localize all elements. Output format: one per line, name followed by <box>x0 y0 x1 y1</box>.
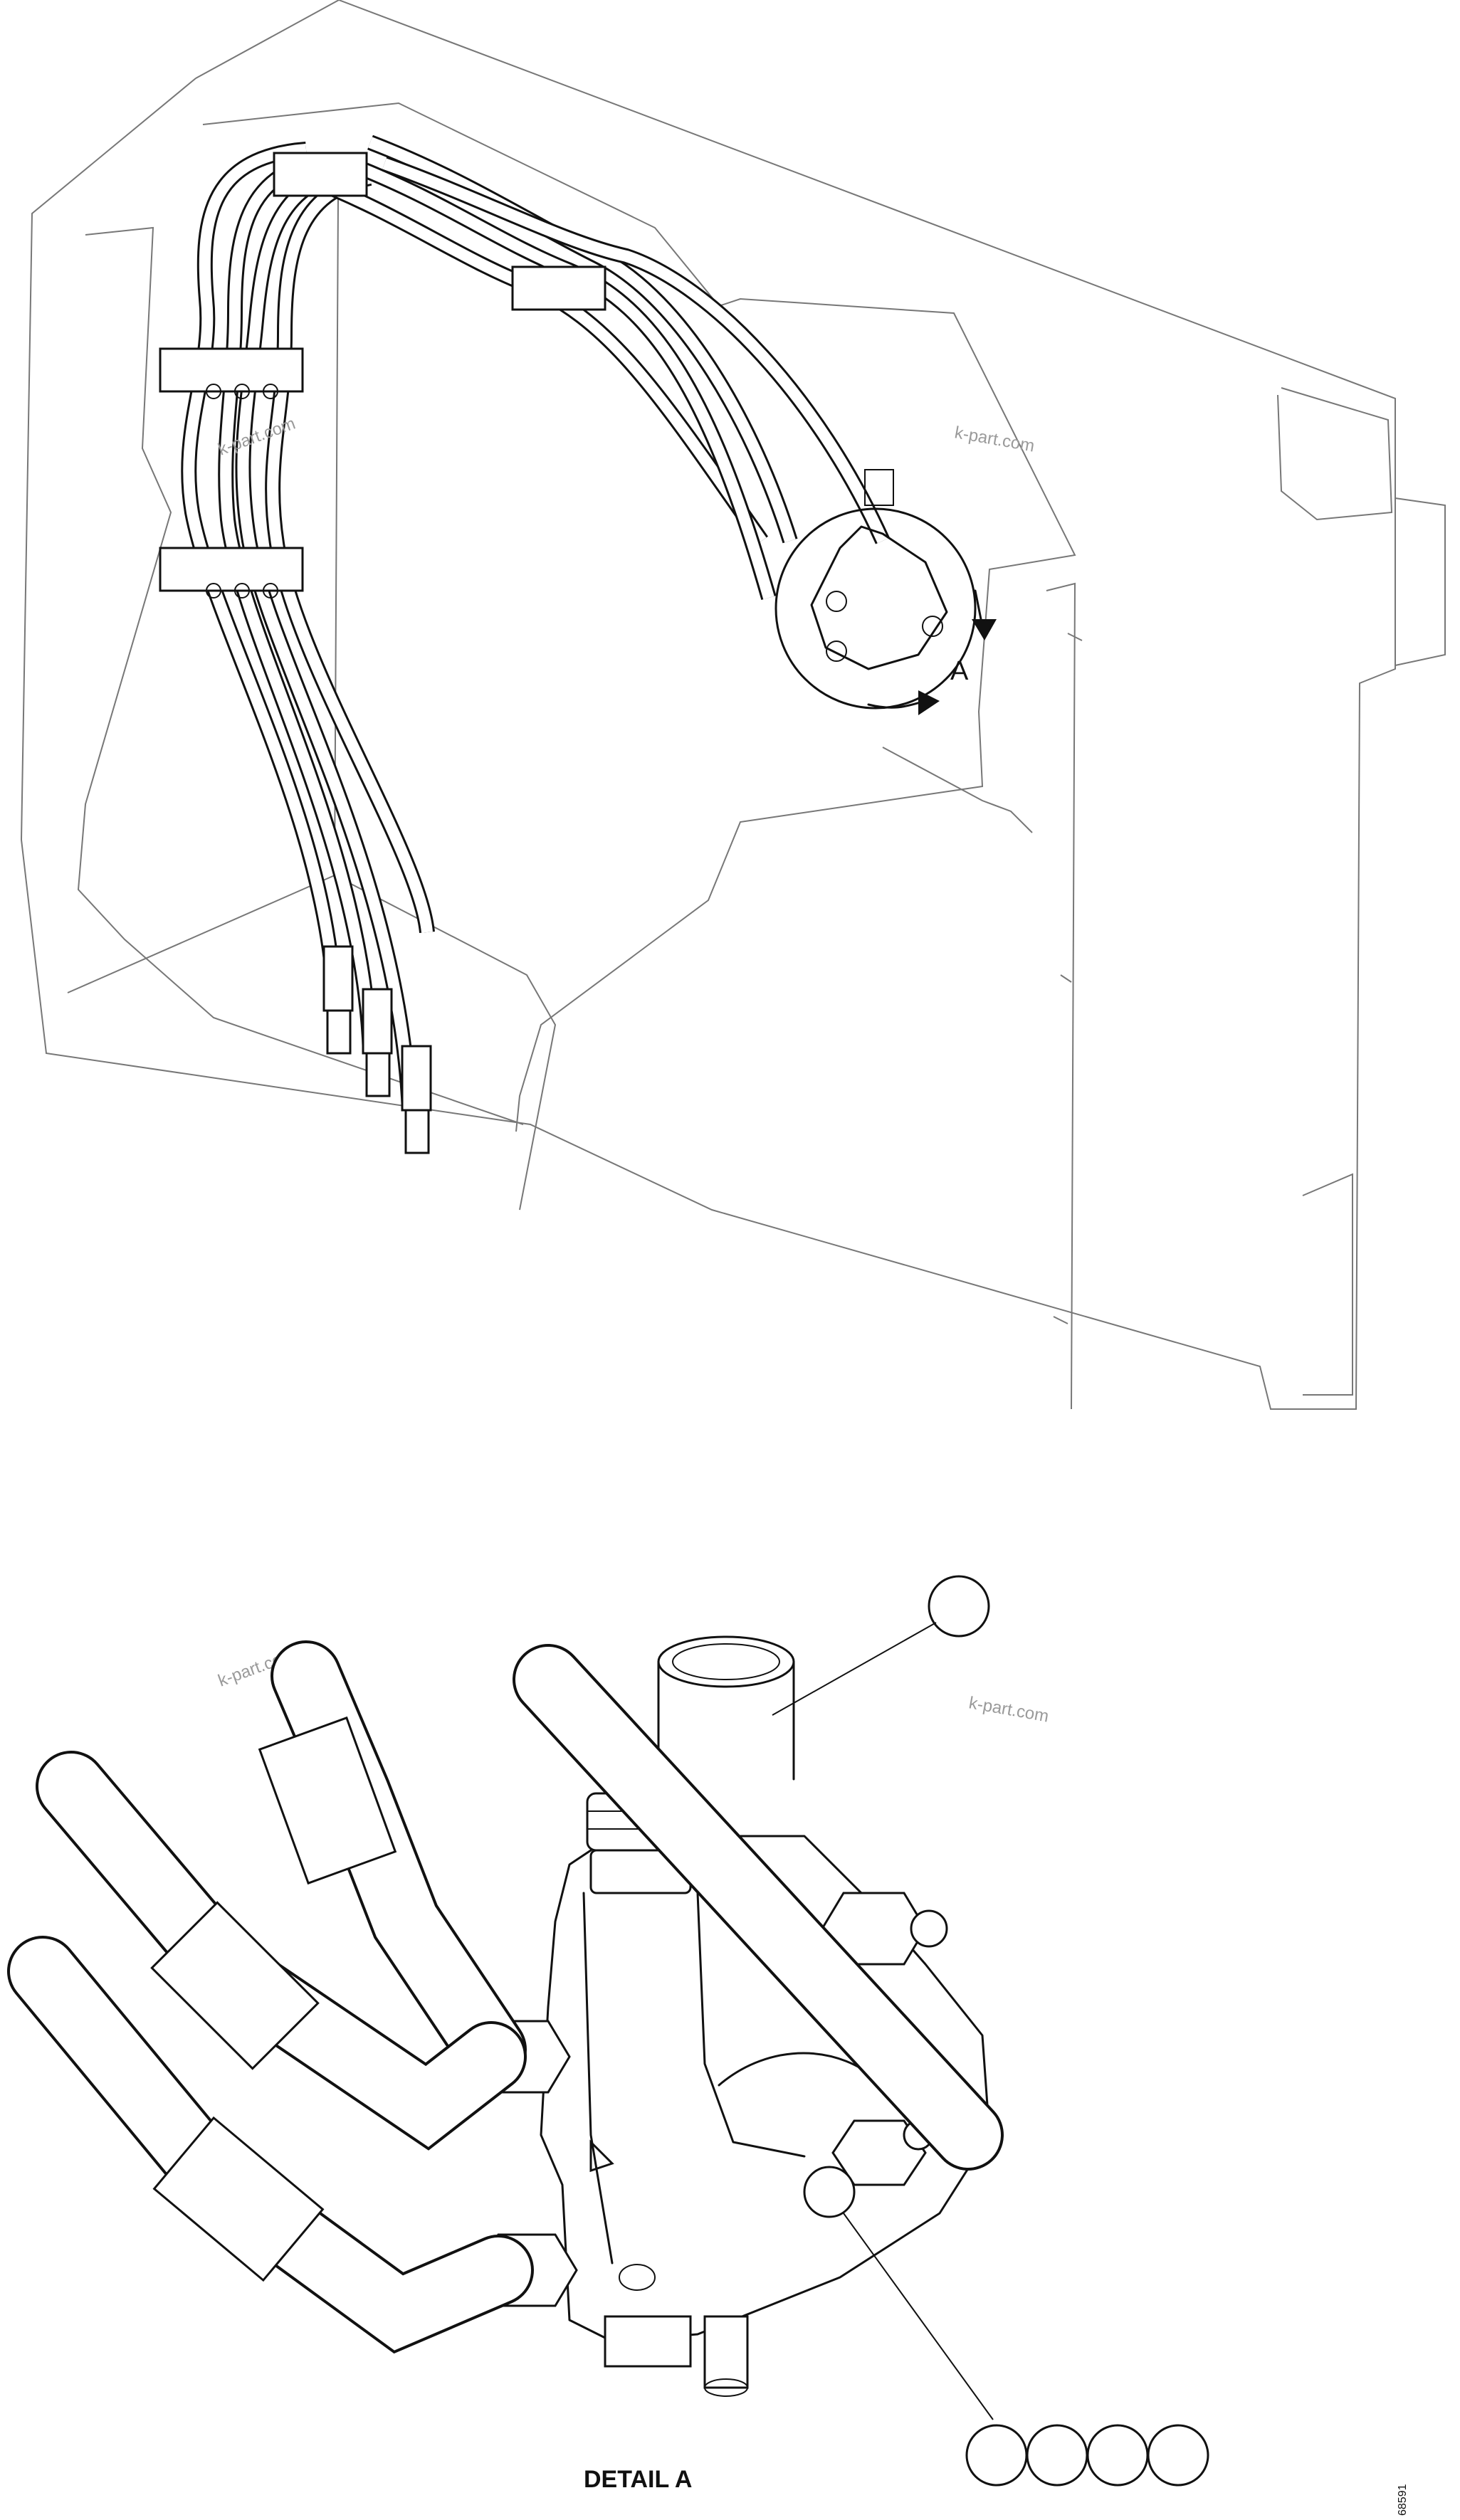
figure-code: 68591 <box>1397 2484 1409 2516</box>
callout-circle-bottom-3 <box>1086 2424 1149 2487</box>
callout-circle-bottom-1 <box>965 2424 1028 2487</box>
watermark-4: k-part.com <box>967 1693 1050 1726</box>
machine-housing <box>20 0 1446 1410</box>
view-label: A <box>950 656 969 686</box>
hoses-detail-a <box>7 1640 1004 2354</box>
detail-a-valve <box>468 1635 991 2397</box>
detail-circle-a <box>774 469 997 715</box>
hose-fittings-upper <box>322 945 432 1154</box>
callout-circle-top <box>928 1575 990 1638</box>
callout-circle-bottom-4 <box>1147 2424 1209 2487</box>
hose-clamps-upper <box>159 152 606 599</box>
callout-circle-bottom-2 <box>1026 2424 1088 2487</box>
detail-title: DETAIL A <box>584 2466 692 2493</box>
callouts <box>772 1575 1209 2487</box>
watermark-2: k-part.com <box>953 423 1036 455</box>
